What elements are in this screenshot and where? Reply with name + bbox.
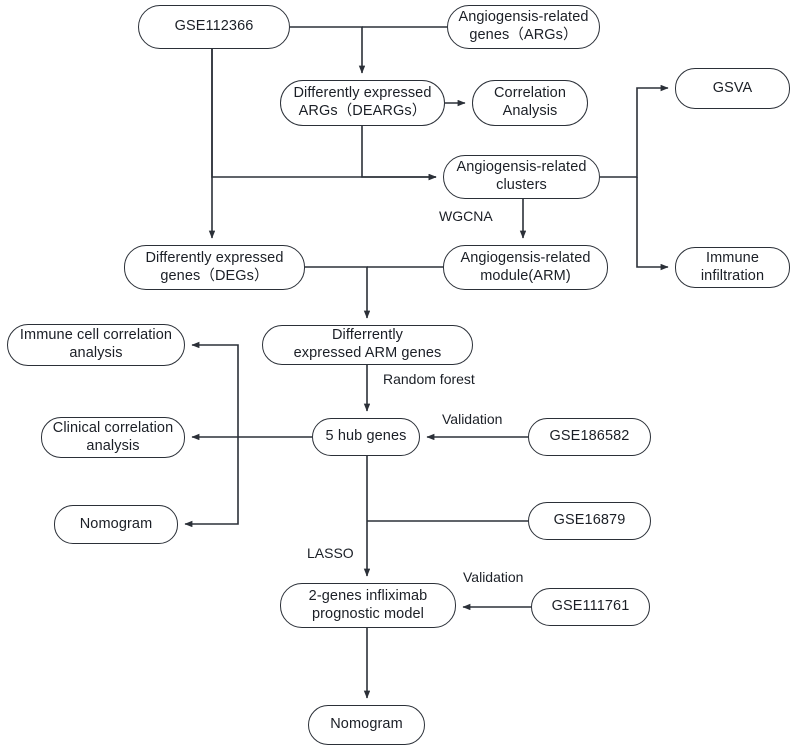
node-gse111761[interactable]: GSE111761 bbox=[531, 588, 650, 626]
node-label-gse16879: GSE16879 bbox=[553, 512, 626, 529]
node-label-gse186582: GSE186582 bbox=[549, 428, 630, 445]
node-gse186582[interactable]: GSE186582 bbox=[528, 418, 651, 456]
edge-degs-arm-to-armgenes bbox=[305, 266, 371, 319]
edge-hub-to-nomogram-left bbox=[184, 437, 239, 528]
edge-label-validation_2: Validation bbox=[463, 569, 524, 585]
node-gse16879[interactable]: GSE16879 bbox=[528, 502, 651, 540]
edge-label-random_forest: Random forest bbox=[383, 371, 475, 387]
node-label-hub: 5 hub genes bbox=[325, 428, 407, 445]
node-label-nomogram_b: Nomogram bbox=[330, 716, 403, 733]
node-label-gse111761: GSE111761 bbox=[551, 598, 630, 615]
node-gsva[interactable]: GSVA bbox=[675, 68, 790, 109]
node-nomogram_l[interactable]: Nomogram bbox=[54, 505, 178, 544]
node-hub[interactable]: 5 hub genes bbox=[312, 418, 420, 456]
node-label-gse112366: GSE112366 bbox=[174, 18, 254, 35]
edge-label-wgcna: WGCNA bbox=[439, 208, 493, 224]
edge-label-validation_1: Validation bbox=[442, 411, 503, 427]
node-gse112366[interactable]: GSE112366 bbox=[138, 5, 290, 49]
node-label-nomogram_l: Nomogram bbox=[79, 515, 153, 532]
edge-clusters-to-gsva bbox=[600, 84, 669, 178]
edge-deargs-to-clusters bbox=[361, 126, 437, 181]
node-label-gsva: GSVA bbox=[712, 79, 753, 96]
node-nomogram_b[interactable]: Nomogram bbox=[308, 705, 425, 745]
edge-label-lasso: LASSO bbox=[307, 545, 354, 561]
edge-hub-to-immune-cell bbox=[191, 341, 239, 437]
edge-clusters-to-immune-inf bbox=[636, 177, 669, 271]
edge-gse112366-to-deargs-junction bbox=[290, 26, 366, 74]
